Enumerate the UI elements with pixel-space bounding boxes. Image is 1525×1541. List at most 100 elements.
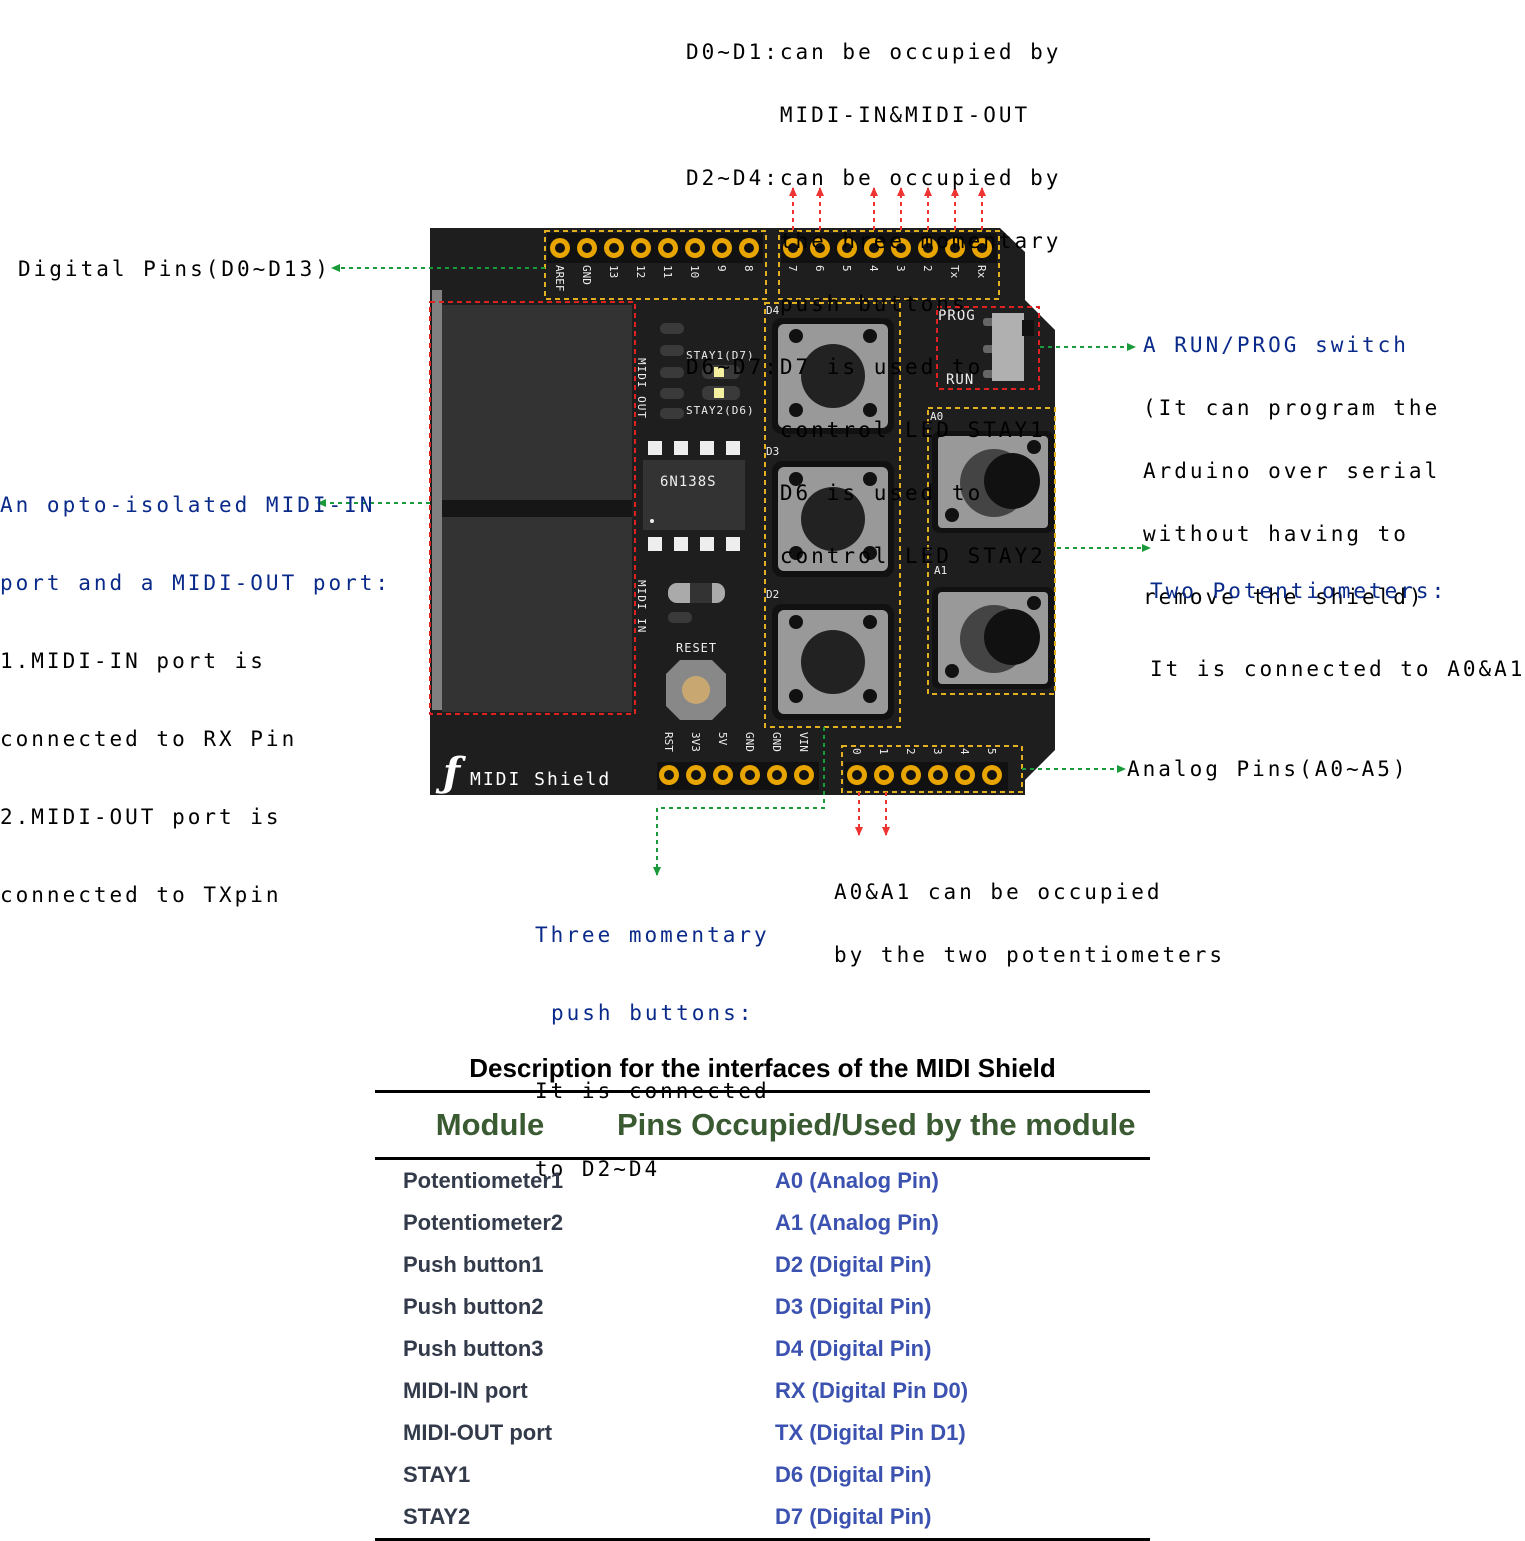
- analog-pin-label: 2: [904, 748, 917, 755]
- push-buttons-highlight: [764, 302, 901, 728]
- callout-a0a1: A0&A1 can be occupied by the two potenti…: [834, 840, 1225, 987]
- pots-heading: Two Potentiometers:: [1150, 579, 1448, 603]
- digital-left-pin-label: 13: [607, 265, 620, 278]
- digital-right-pin-label: Tx: [948, 265, 961, 279]
- pot-label-a0: A0: [930, 410, 943, 423]
- smd-parts: [660, 323, 740, 623]
- pin-cell: A1 (Analog Pin): [775, 1210, 939, 1235]
- callout-digital-pin-usage: D0~D1: can be occupied by MIDI-IN&MIDI-OU…: [686, 0, 1061, 588]
- potentiometer: [932, 431, 1054, 533]
- pin-cell: D2 (Digital Pin): [775, 1252, 932, 1277]
- pin-cell: D4 (Digital Pin): [775, 1336, 932, 1361]
- power-pin-label: VIN: [797, 732, 810, 752]
- header-pins: Pins Occupied/Used by the module: [605, 1090, 1150, 1160]
- callout-potentiometers: Two Potentiometers: It is connected to A…: [1150, 526, 1525, 708]
- midi-heading-2: port and a MIDI-OUT port:: [0, 571, 392, 595]
- table-row: Potentiometer2 A1 (Analog Pin): [375, 1202, 1150, 1244]
- pot-label-a1: A1: [934, 564, 947, 577]
- push-button: [772, 604, 894, 720]
- analog-pin-label: 5: [985, 748, 998, 755]
- power-pin-label: 5V: [716, 732, 729, 746]
- d2d4-line-2: the hree momentary: [779, 229, 1062, 253]
- digital-right-pin-label: 2: [921, 265, 934, 272]
- power-pin-label: GND: [743, 732, 756, 752]
- buttons-line-2: to D2~D4: [535, 1157, 661, 1181]
- table-row: Push button1 D2 (Digital Pin): [375, 1244, 1150, 1286]
- module-cell: MIDI-OUT port: [403, 1420, 553, 1445]
- pin-cell: D3 (Digital Pin): [775, 1294, 932, 1319]
- midi-jacks: [429, 290, 636, 715]
- push-buttons: [772, 318, 894, 720]
- callout-analog-pins: Analog Pins(A0~A5): [1127, 757, 1409, 781]
- switch-line-3: without having to: [1143, 522, 1409, 546]
- header-module: Module: [375, 1090, 605, 1160]
- switch-prog-label: PROG: [938, 308, 976, 324]
- midi-in-label: MIDI IN: [635, 580, 648, 633]
- switch-line-1: (It can program the: [1143, 396, 1441, 420]
- d2d4-line-3: push buttons: [779, 292, 968, 316]
- button-label-d3: D3: [766, 445, 779, 458]
- midi-line-3: 2.MIDI-OUT port is: [0, 805, 282, 829]
- switch-heading: A RUN/PROG switch: [1143, 333, 1409, 357]
- pin-cell: TX (Digital Pin D1): [775, 1420, 966, 1445]
- d6d7-line-4: control LED STAY2: [779, 544, 1046, 568]
- interfaces-table: Description for the interfaces of the MI…: [375, 1050, 1150, 1541]
- d2d4-head: D2~D4:: [686, 166, 780, 190]
- digital-right-pin-label: 3: [894, 265, 907, 272]
- callout-digital-pins: Digital Pins(D0~D13): [18, 257, 331, 281]
- led-stay1-label: STAY1(D7): [686, 349, 755, 362]
- pots-highlight: [927, 407, 1056, 695]
- table-row: MIDI-IN port RX (Digital Pin D0): [375, 1370, 1150, 1412]
- led-stay2: [714, 388, 724, 398]
- power-pin-label: RST: [662, 732, 675, 752]
- d6d7-line-3: D6 is used to: [779, 481, 984, 505]
- buttons-heading-1: Three momentary: [535, 923, 770, 947]
- led-stay1: [714, 367, 724, 377]
- d6d7-line-2: control LED STAY1: [779, 418, 1046, 442]
- table-row: Push button3 D4 (Digital Pin): [375, 1328, 1150, 1370]
- pin-cell: RX (Digital Pin D0): [775, 1378, 969, 1403]
- a0a1-line-1: A0&A1 can be occupied: [834, 880, 1163, 904]
- digital-left-pin-label: 12: [634, 265, 647, 278]
- button-label-d2: D2: [766, 588, 779, 601]
- module-cell: Push button1: [403, 1252, 544, 1277]
- digital-right-pin-label: 5: [840, 265, 853, 272]
- board-name: MIDI Shield: [470, 769, 611, 790]
- table-header-row: Module Pins Occupied/Used by the module: [375, 1090, 1150, 1160]
- d2d4-line-1: can be occupied by: [779, 166, 1062, 190]
- d0d1-line-2: MIDI-IN&MIDI-OUT: [779, 103, 1031, 127]
- switch-line-2: Arduino over serial: [1143, 459, 1441, 483]
- module-cell: Push button3: [403, 1336, 544, 1361]
- pots-line: It is connected to A0&A1: [1150, 657, 1525, 681]
- a0a1-line-2: by the two potentiometers: [834, 943, 1226, 967]
- table-row: MIDI-OUT port TX (Digital Pin D1): [375, 1412, 1150, 1454]
- switch-line-4: remove the shield): [1143, 585, 1425, 609]
- interfaces-grid: Module Pins Occupied/Used by the module …: [375, 1090, 1150, 1541]
- digital-left-pin-label: 11: [661, 265, 674, 278]
- module-cell: Potentiometer2: [403, 1210, 564, 1235]
- analog-pin-label: 1: [877, 748, 890, 755]
- midi-line-1: 1.MIDI-IN port is: [0, 649, 266, 673]
- buttons-heading-2: push buttons:: [551, 1001, 755, 1025]
- d0d1-head: D0~D1:: [686, 40, 780, 64]
- pin-cell: D6 (Digital Pin): [775, 1462, 932, 1487]
- reset-label: RESET: [676, 641, 717, 655]
- digital-right-pin-label: 7: [786, 265, 799, 272]
- module-cell: STAY1: [403, 1462, 471, 1487]
- pin-cell: A0 (Analog Pin): [775, 1168, 939, 1193]
- table-row: STAY1 D6 (Digital Pin): [375, 1454, 1150, 1496]
- digital-right-pin-label: Rx: [975, 265, 988, 279]
- potentiometer: [932, 587, 1054, 689]
- midi-out-label: MIDI OUT: [635, 358, 648, 419]
- module-cell: STAY2: [375, 1496, 605, 1541]
- power-pin-label: GND: [770, 732, 783, 752]
- d6d7-head: D6~D7:: [686, 355, 780, 379]
- module-cell: MIDI-IN port: [403, 1378, 528, 1403]
- digital-right-pin-label: 6: [813, 265, 826, 272]
- midi-line-2: connected to RX Pin: [0, 727, 298, 751]
